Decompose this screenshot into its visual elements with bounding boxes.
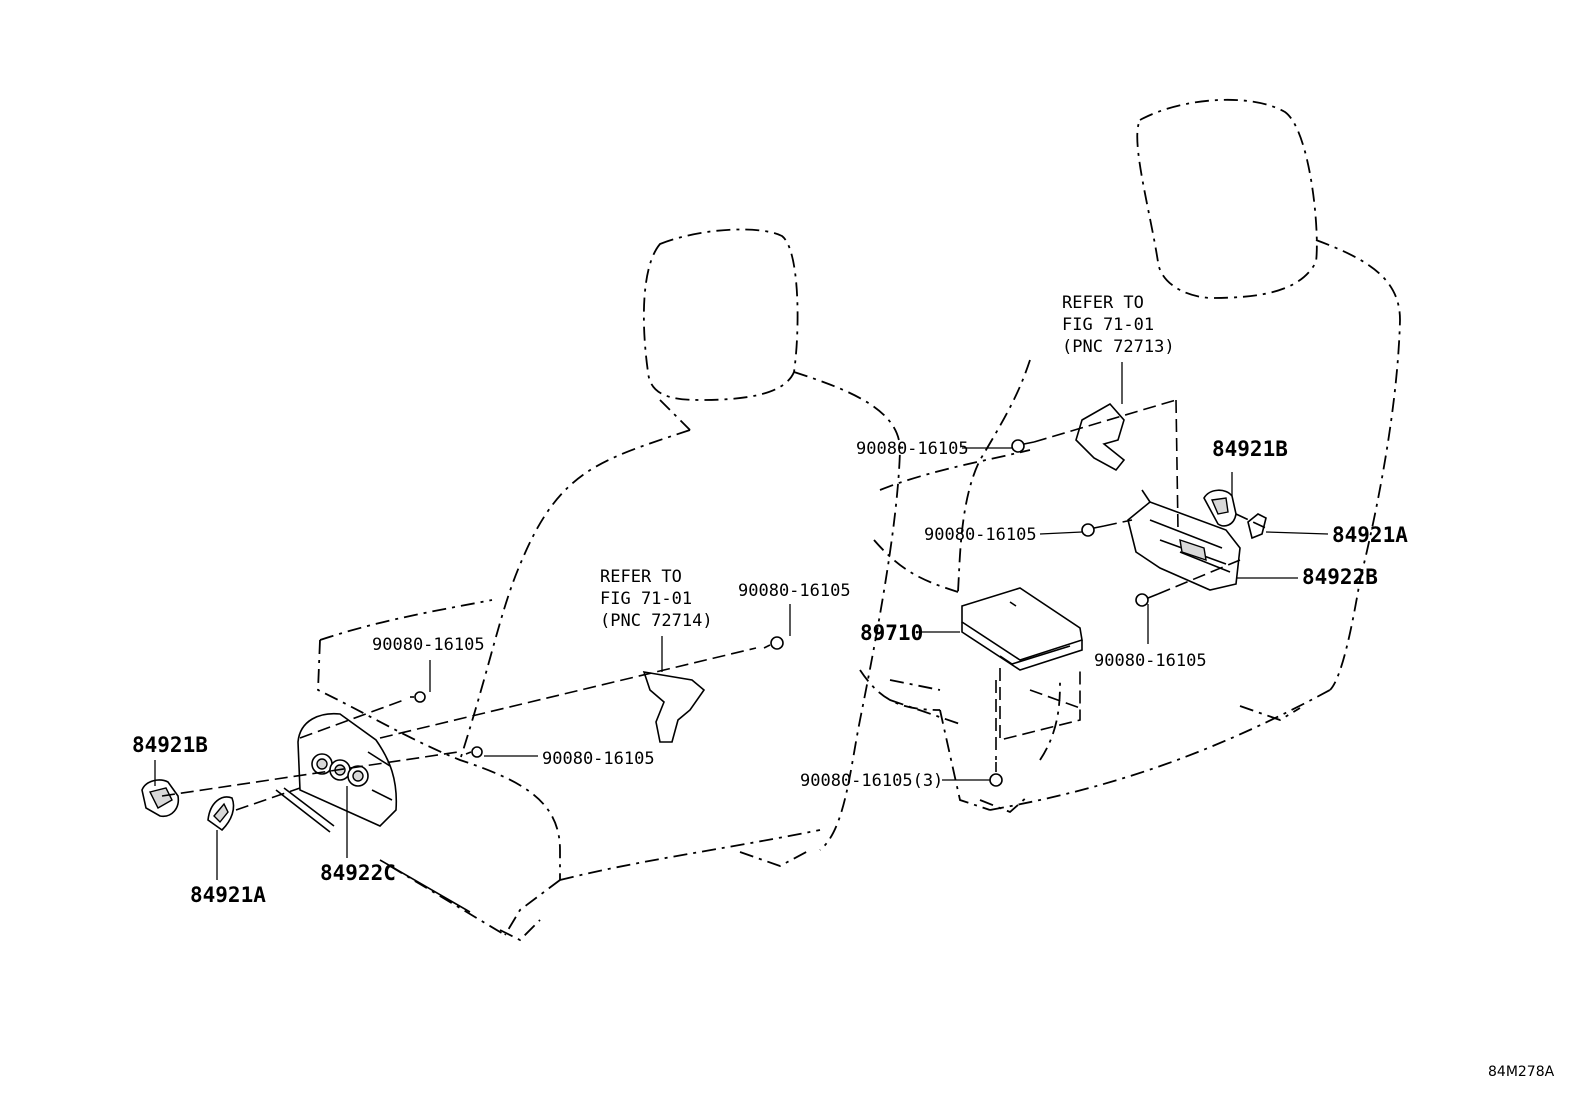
seat-bracket-left — [642, 670, 706, 743]
assembly-line-right-5 — [1235, 513, 1271, 531]
knob-84921b-left — [141, 779, 180, 818]
bolt-right-bottom — [989, 762, 1003, 787]
assembly-line-left-1 — [161, 751, 459, 797]
assembly-line-left-2 — [235, 787, 301, 811]
label-bolt-right-top: 90080-16105 — [856, 439, 969, 459]
label-bolt-right-low: 90080-16105 — [1094, 651, 1207, 671]
left-seat-outline — [317, 228, 901, 942]
label-bolt-right-bottom: 90080-16105(3) — [800, 771, 943, 791]
knob-84921a-left — [207, 796, 235, 832]
label-84922c-left: 84922C — [320, 861, 396, 885]
knob-84921b-right — [1203, 489, 1237, 527]
label-84921a-left: 84921A — [190, 883, 266, 907]
leader-lines — [154, 362, 1329, 880]
label-ecu-89710: 89710 — [860, 621, 923, 645]
bolt-left-lower — [465, 746, 483, 758]
seat-bracket-right — [1075, 402, 1126, 472]
bolt-right-top — [1011, 439, 1035, 453]
refer-left-line-1: REFER TO — [600, 567, 682, 587]
assembly-line-right-1 — [1033, 399, 1177, 443]
knob-84921a-right — [1247, 513, 1267, 540]
label-84921b-left: 84921B — [132, 733, 208, 757]
right-seat-outline — [859, 98, 1401, 814]
assembly-line-right-8 — [1029, 689, 1081, 709]
assembly-line-right-4 — [1157, 559, 1241, 595]
assembly-line-left-4 — [379, 647, 757, 739]
figure-code: 84M278A — [1488, 1064, 1555, 1080]
assembly-line-right-2 — [1175, 399, 1179, 531]
switch-base-84922b — [1127, 489, 1241, 591]
ecu-89710 — [961, 587, 1083, 671]
refer-right-line-2: FIG 71-01 — [1062, 315, 1154, 335]
bolt-right-mid — [1081, 523, 1105, 537]
label-84922b-right: 84922B — [1302, 565, 1378, 589]
bolt-right-low — [1135, 593, 1159, 607]
refer-left-line-3: (PNC 72714) — [600, 611, 713, 631]
bolt-left-bracket — [763, 636, 784, 650]
label-bolt-left-upper: 90080-16105 — [372, 635, 485, 655]
label-bolt-left-lower: 90080-16105 — [542, 749, 655, 769]
assembly-line-right-6 — [999, 668, 1081, 742]
refer-left-line-2: FIG 71-01 — [600, 589, 692, 609]
assembly-line-right-3 — [1103, 519, 1133, 527]
label-bolt-left-bracket: 90080-16105 — [738, 581, 851, 601]
bolt-left-upper — [410, 691, 426, 703]
label-84921b-right: 84921B — [1212, 437, 1288, 461]
label-84921a-right: 84921A — [1332, 523, 1408, 547]
refer-right-line-3: (PNC 72713) — [1062, 337, 1175, 357]
label-bolt-right-mid: 90080-16105 — [924, 525, 1037, 545]
refer-right-line-1: REFER TO — [1062, 293, 1144, 313]
switch-panel-84922c — [275, 712, 471, 913]
